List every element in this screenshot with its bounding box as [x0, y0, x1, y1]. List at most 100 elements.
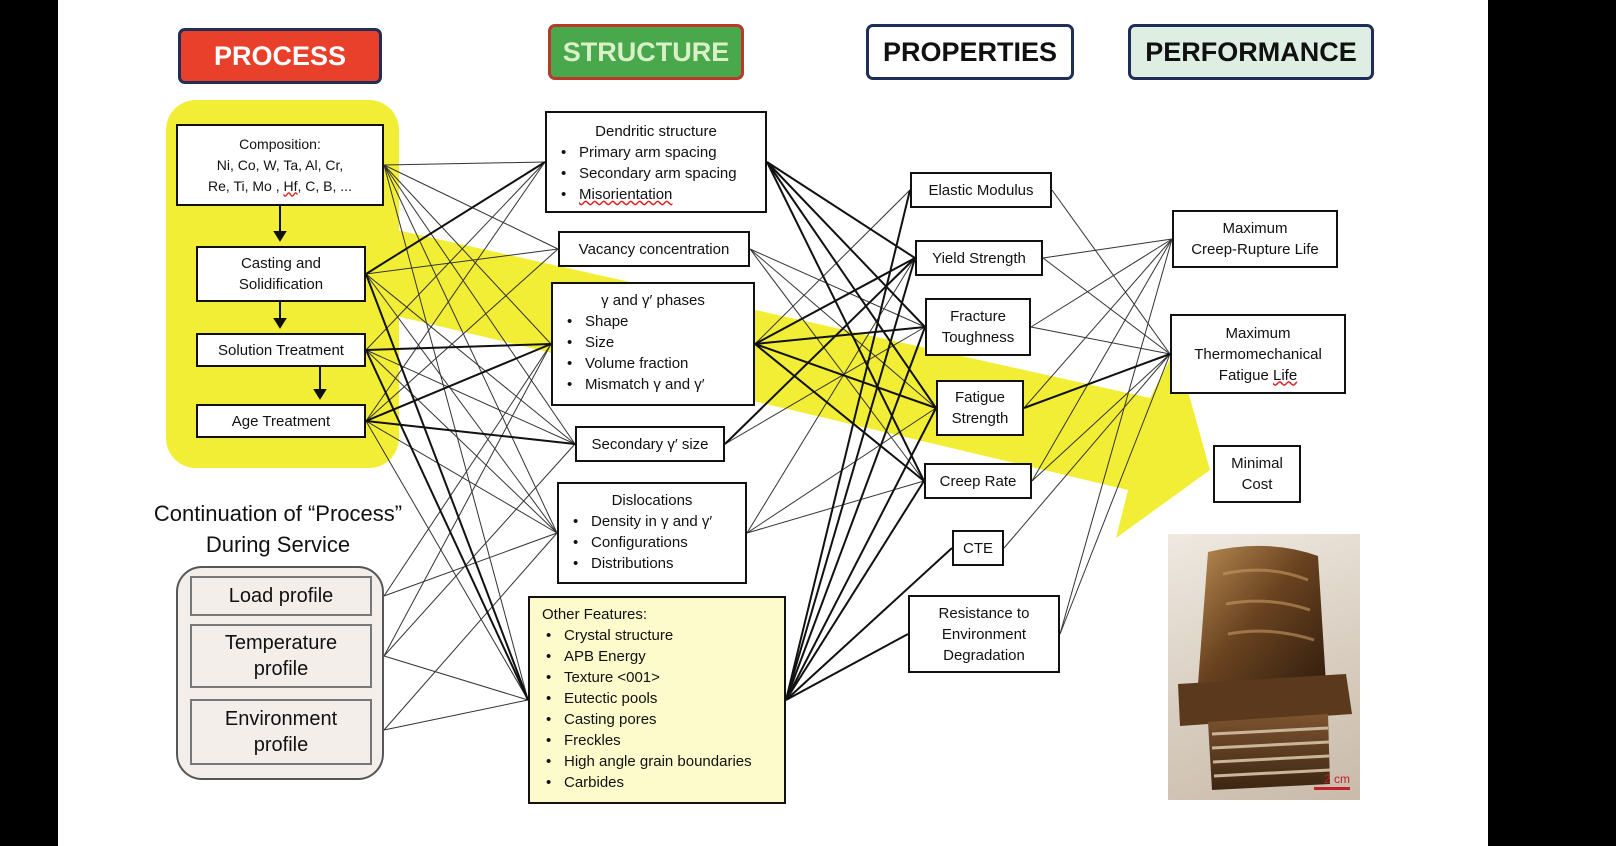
resistance-line1: Resistance to — [938, 604, 1030, 622]
header-properties: PROPERTIES — [866, 24, 1074, 80]
connector-line — [383, 343, 552, 597]
connector-line — [785, 326, 926, 701]
structure-other-features-box: Other Features: Crystal structure APB En… — [528, 596, 786, 804]
environment-line1: Environment — [224, 708, 338, 730]
other-features-title: Other Features: — [542, 606, 648, 623]
service-caption: Continuation of “Process” During Service — [128, 498, 428, 560]
turbine-blade-icon — [1178, 545, 1352, 790]
structure-dislocations-box: Dislocations Density in γ and γ′ Configu… — [557, 482, 747, 584]
connector-line — [365, 420, 576, 445]
connector-line — [724, 257, 916, 445]
connector-line — [749, 248, 926, 328]
performance-minimal-cost: Minimal Cost — [1213, 445, 1301, 503]
arrowhead-icon — [273, 231, 287, 242]
service-caption-line1: Continuation of “Process” — [153, 501, 403, 526]
connector-line — [383, 164, 558, 534]
other-features-item: Texture <001> — [542, 667, 772, 688]
dendritic-title: Dendritic structure — [595, 123, 717, 140]
temperature-line1: Temperature — [224, 632, 338, 654]
property-fracture-toughness: Fracture Toughness — [925, 298, 1031, 356]
connector-line — [1042, 238, 1173, 259]
connector-line — [383, 164, 576, 445]
connector-line — [749, 248, 925, 482]
connector-line — [365, 161, 546, 422]
turbine-blade-photo: 2 cm — [1168, 534, 1360, 800]
connector-line — [1030, 326, 1171, 355]
connector-line — [754, 343, 925, 482]
property-resistance: Resistance to Environment Degradation — [908, 595, 1060, 673]
structure-secondary-box: Secondary γ′ size — [575, 426, 725, 462]
other-features-item: Freckles — [542, 730, 772, 751]
connector-line — [1059, 238, 1173, 635]
dislocations-title: Dislocations — [611, 492, 693, 509]
phases-title: γ and γ′ phases — [601, 292, 705, 309]
other-features-item: Crystal structure — [542, 625, 772, 646]
flow-arrow — [388, 228, 1210, 538]
connector-line — [383, 164, 552, 345]
property-yield-strength: Yield Strength — [915, 240, 1043, 276]
other-features-item: Carbides — [542, 772, 772, 793]
connector-line — [785, 189, 911, 701]
process-composition-box: Composition: Ni, Co, W, Ta, Al, Cr, Re, … — [176, 124, 384, 206]
connector-line — [365, 273, 529, 701]
connector-line — [724, 326, 926, 445]
connector-line — [754, 343, 937, 409]
structure-phases-box: γ and γ′ phases Shape Size Volume fracti… — [551, 282, 755, 406]
connector-line — [365, 420, 529, 701]
connector-line — [365, 343, 552, 422]
header-structure: STRUCTURE — [548, 24, 744, 80]
scale-bar-label: 2 cm — [1323, 772, 1350, 786]
connector-line — [1031, 238, 1173, 482]
creep-life-line1: Maximum — [1222, 220, 1288, 237]
resistance-line3: Degradation — [943, 646, 1025, 664]
phases-item: Shape — [563, 311, 743, 332]
thermo-line1: Maximum — [1225, 324, 1291, 342]
structure-dendritic-box: Dendritic structure Primary arm spacing … — [545, 111, 767, 213]
connector-line — [365, 349, 558, 534]
temperature-line2: profile — [253, 658, 309, 680]
connector-line — [365, 248, 559, 275]
arrowhead-icon — [273, 318, 287, 329]
dendritic-item: Misorientation — [557, 184, 755, 205]
composition-line1: Ni, Co, W, Ta, Al, Cr, — [216, 156, 344, 173]
other-features-item: High angle grain boundaries — [542, 751, 772, 772]
connector-line — [383, 655, 529, 701]
service-caption-line2: During Service — [205, 532, 351, 557]
connector-line — [785, 407, 937, 701]
property-creep-rate: Creep Rate — [924, 463, 1032, 499]
connector-line — [365, 161, 546, 351]
arrowhead-icon — [313, 389, 327, 400]
composition-title: Composition: — [239, 135, 321, 152]
connector-line — [1023, 353, 1171, 409]
connector-line — [1042, 257, 1171, 355]
fatigue-line2: Strength — [951, 410, 1009, 427]
connector-line — [365, 420, 558, 534]
cost-line2: Cost — [1241, 476, 1273, 493]
connector-line — [383, 443, 576, 657]
fatigue-line1: Fatigue — [954, 389, 1006, 406]
environment-line2: profile — [253, 734, 309, 756]
fracture-line1: Fracture — [950, 308, 1006, 325]
connector-line — [383, 532, 558, 597]
slide: PROCESS STRUCTURE PROPERTIES PERFORMANCE… — [58, 0, 1488, 846]
connector-line — [766, 161, 925, 482]
performance-thermomechanical: Maximum Thermomechanical Fatigue Life — [1170, 314, 1346, 394]
scale-bar — [1314, 787, 1350, 790]
service-temperature-profile: Temperature profile — [190, 624, 372, 688]
connector-line — [1059, 353, 1171, 635]
property-fatigue-strength: Fatigue Strength — [936, 380, 1024, 436]
other-features-item: Casting pores — [542, 709, 772, 730]
connector-line — [766, 161, 937, 409]
connector-line — [785, 633, 909, 701]
connector-line — [754, 189, 911, 345]
process-casting-box: Casting and Solidification — [196, 246, 366, 302]
connector-line — [383, 161, 546, 166]
thermo-line3: Fatigue Life — [1218, 366, 1298, 384]
cost-line1: Minimal — [1231, 455, 1283, 472]
casting-line1: Casting and — [240, 255, 322, 272]
thermo-line2: Thermomechanical — [1194, 345, 1322, 363]
connector-line — [1031, 353, 1171, 482]
connector-line — [766, 161, 926, 328]
other-features-item: Eutectic pools — [542, 688, 772, 709]
dendritic-item: Secondary arm spacing — [557, 163, 755, 184]
